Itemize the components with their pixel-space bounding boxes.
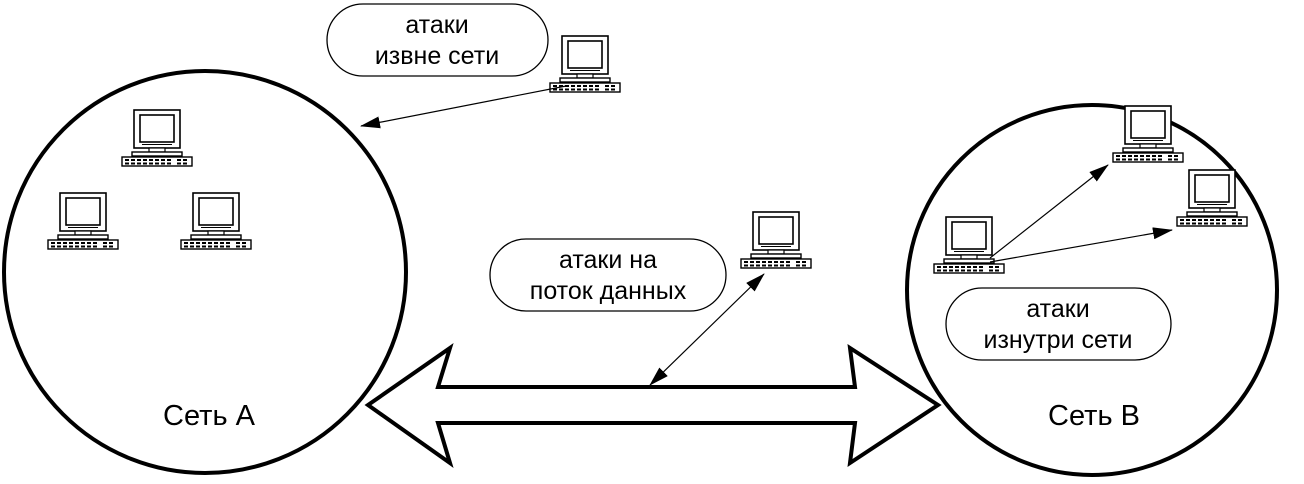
callout-line: поток данных xyxy=(530,277,687,305)
callout-stream-attacks: атаки на поток данных xyxy=(489,238,727,312)
callout-line: атаки xyxy=(405,11,468,39)
internal-attack-arrow xyxy=(989,164,1109,259)
computer-icon xyxy=(549,35,621,93)
callout-box xyxy=(945,287,1172,361)
callout-line: атаки на xyxy=(559,246,657,274)
stream-attack-arrow xyxy=(649,273,765,386)
callout-internal-attacks: атаки изнутри сети xyxy=(945,287,1172,361)
computer-icon xyxy=(740,211,812,269)
internal-attack-arrow xyxy=(989,227,1173,263)
external-attack-arrow xyxy=(360,85,567,129)
data-channel-arrow xyxy=(364,343,942,468)
callout-box xyxy=(326,3,549,77)
callout-external-attacks: атаки извне сети xyxy=(326,3,549,77)
callout-line: атаки xyxy=(1026,295,1089,323)
callout-box xyxy=(489,238,727,312)
network-a-circle xyxy=(2,69,408,475)
callout-line: извне сети xyxy=(375,42,499,70)
network-a-label: Сеть А xyxy=(163,400,256,432)
callout-line: изнутри сети xyxy=(984,326,1133,354)
network-b-label: Сеть В xyxy=(1048,400,1140,432)
